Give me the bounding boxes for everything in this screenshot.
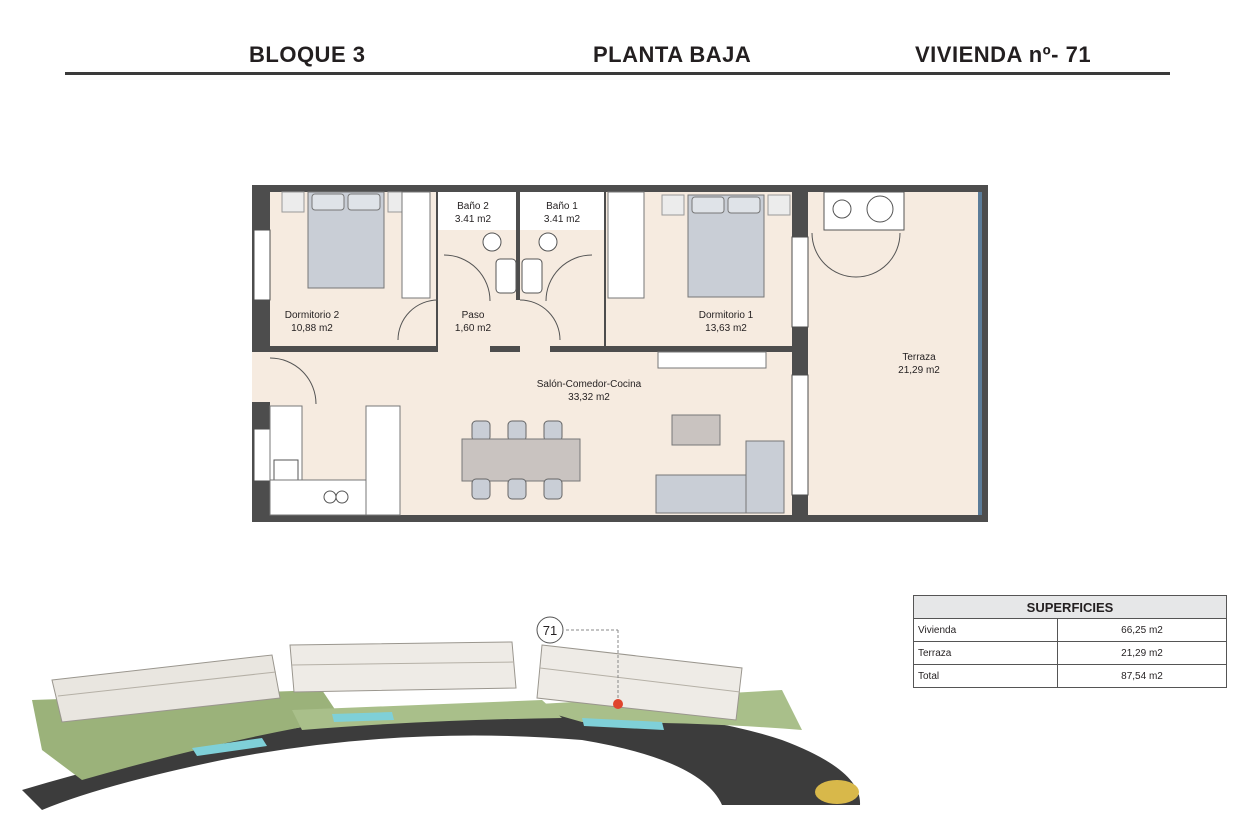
wardrobe [401,191,431,299]
table-row: Total 87,54 m2 [913,664,1227,688]
sink-icon [482,232,502,252]
terrace-railing [978,192,982,515]
surfaces-title: SUPERFICIES [913,595,1227,619]
table-row: Vivienda 66,25 m2 [913,618,1227,642]
wardrobe [607,191,645,299]
block-title: BLOQUE 3 [249,42,366,67]
garden [292,700,562,730]
building [536,644,743,721]
nightstand [767,194,791,216]
label-salon-area: 33,32 m2 [568,392,610,403]
paso-floor [438,300,604,346]
unit-title: VIVIENDA nº- 71 [915,42,1092,67]
table-row: Terraza 21,29 m2 [913,641,1227,665]
label-salon-name: Salón-Comedor-Cocina [537,379,642,390]
chair [507,478,527,500]
facade-lines [57,661,741,697]
window [791,236,809,328]
pillow [311,193,345,211]
window [253,229,271,301]
label-dormitorio2-area: 10,88 m2 [291,323,333,334]
label-dormitorio1-name: Dormitorio 1 [699,310,754,321]
sofa-chaise [745,440,785,514]
chair [543,420,563,442]
road [22,708,861,810]
location-aerial-image: 71 [22,616,861,810]
washer-icon [832,199,852,219]
toilet-icon [495,258,517,294]
surface-label: Terraza [913,641,1058,665]
nightstand [281,191,305,213]
surface-label: Total [913,664,1058,688]
page-header: BLOQUE 3 PLANTA BAJA VIVIENDA nº- 71 [65,38,1170,78]
label-bano1-name: Baño 1 [546,201,578,212]
dining-table [461,438,581,482]
unit-marker-badge [536,616,564,644]
label-bano1-area: 3.41 m2 [544,214,581,225]
chair [543,478,563,500]
pool [582,718,664,730]
building [289,641,517,693]
unit-marker-number: 71 [543,623,557,638]
door-swing [811,232,857,278]
pillow [727,196,761,214]
bano2-floor [438,192,516,230]
surface-value: 21,29 m2 [1057,641,1227,665]
label-bano2-name: Baño 2 [457,201,489,212]
chair [471,420,491,442]
kitchen-sink-icon [273,459,299,483]
tv-unit [657,351,767,369]
terrace-floor [808,192,982,515]
pool [332,712,394,722]
door-swing [545,254,593,302]
door-swing [269,357,317,405]
roundabout [815,780,859,804]
door-swing [397,299,439,341]
door-opening [438,344,490,352]
door-swing [519,299,561,341]
door-opening [520,344,550,352]
floor-title: PLANTA BAJA [593,42,752,67]
bano1-floor [520,192,604,230]
label-paso-area: 1,60 m2 [455,323,492,334]
pool [192,738,267,756]
header-rule [65,72,1170,75]
coffee-table [671,414,721,446]
surface-label: Vivienda [913,618,1058,642]
label-dormitorio1-area: 13,63 m2 [705,323,747,334]
sink-icon [866,195,894,223]
entry-floor [252,352,270,402]
label-bano2-area: 3.41 m2 [455,214,492,225]
nightstand [661,194,685,216]
label-terraza-area: 21,29 m2 [898,365,940,376]
fridge-column [365,405,401,516]
floor-plan: Dormitorio 2 10,88 m2 Baño 2 3.41 m2 Bañ… [252,185,988,522]
cooktop-icon [323,490,337,504]
surface-value: 87,54 m2 [1057,664,1227,688]
unit-location-pin-icon [613,699,623,709]
building [51,654,281,723]
label-paso-name: Paso [462,310,485,321]
sink-icon [538,232,558,252]
window [253,428,271,482]
chair [471,478,491,500]
label-terraza-name: Terraza [902,352,936,363]
door-swing [443,254,491,302]
surfaces-table: SUPERFICIES Vivienda 66,25 m2 Terraza 21… [913,595,1227,688]
pillow [347,193,381,211]
chair [507,420,527,442]
cooktop-icon [335,490,349,504]
label-dormitorio2-name: Dormitorio 2 [285,310,340,321]
door-swing [855,232,901,278]
surface-value: 66,25 m2 [1057,618,1227,642]
window [791,374,809,496]
pillow [691,196,725,214]
toilet-icon [521,258,543,294]
